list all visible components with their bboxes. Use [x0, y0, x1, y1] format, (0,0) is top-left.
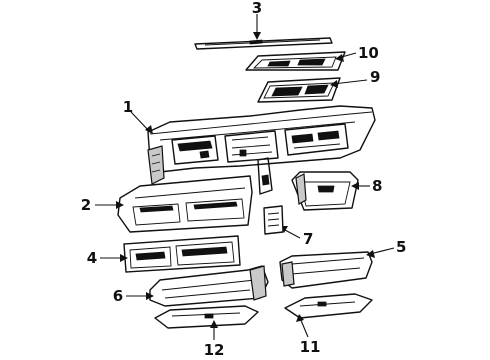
callout-7: 7	[303, 230, 313, 248]
callout-6: 6	[113, 287, 123, 305]
part-7-center-plate[interactable]	[263, 205, 284, 235]
part-2-cluster-bezel[interactable]	[117, 175, 253, 233]
leader-lines	[95, 14, 395, 340]
callout-3: 3	[252, 0, 262, 17]
callout-4: 4	[87, 249, 97, 267]
part-8-glove-box[interactable]	[291, 171, 359, 211]
callout-5: 5	[396, 238, 406, 256]
callout-labels: 3 10 9 1 2 8 7 4 5 6 11 12	[81, 0, 407, 359]
callout-1: 1	[123, 98, 133, 116]
part-12-left-insulator[interactable]	[154, 305, 259, 329]
part-5-right-lower-trim[interactable]	[279, 251, 373, 289]
callout-8: 8	[372, 177, 382, 195]
part-9-vent-panel[interactable]	[257, 77, 341, 103]
part-4-lower-cluster-housing[interactable]	[123, 235, 241, 273]
callout-12: 12	[204, 341, 225, 359]
callout-10: 10	[358, 44, 379, 62]
part-3-defroster-strip[interactable]	[194, 37, 333, 50]
part-11-right-insulator[interactable]	[284, 293, 373, 319]
callout-2: 2	[81, 196, 91, 214]
callout-11: 11	[300, 338, 321, 356]
part-10-upper-vent-bezel[interactable]	[245, 51, 346, 71]
callout-9: 9	[370, 68, 380, 86]
part-6-left-lower-trim[interactable]	[149, 265, 269, 307]
part-1-instrument-panel-carrier[interactable]	[147, 105, 376, 195]
